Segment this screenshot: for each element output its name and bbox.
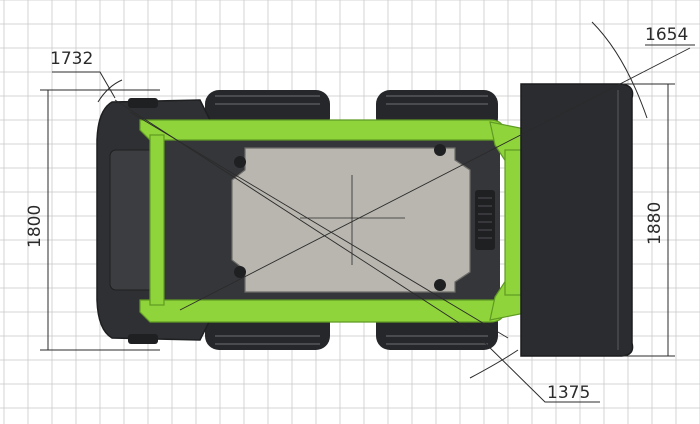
construction-lines xyxy=(114,47,691,339)
arc-bottom xyxy=(469,349,519,379)
counterweight-cap-bottom xyxy=(128,334,158,344)
dozer-blade xyxy=(520,83,634,357)
mount-bolt-top-right xyxy=(434,144,446,156)
right-vent-grille xyxy=(475,190,495,250)
leader-1375 xyxy=(481,339,600,403)
arc-top-right xyxy=(591,21,648,119)
frame-rear-upright xyxy=(149,134,165,306)
mount-bolt-top-left xyxy=(234,156,246,168)
vent-slots xyxy=(478,197,492,239)
center-cross xyxy=(300,175,405,265)
counterweight-cap-top xyxy=(128,98,158,108)
green-frame xyxy=(139,119,557,323)
leader-1732 xyxy=(52,71,116,99)
label-1800: 1800 xyxy=(25,205,45,248)
operator-deck xyxy=(231,147,471,293)
label-1654: 1654 xyxy=(645,25,688,45)
label-1375: 1375 xyxy=(547,383,590,403)
arc-top-left xyxy=(97,79,123,103)
label-1880: 1880 xyxy=(645,202,665,245)
dimension-lines xyxy=(40,83,675,357)
frame-front-upright xyxy=(504,149,522,296)
frame-top-rail xyxy=(139,119,506,141)
diag-line-2 xyxy=(179,47,691,311)
tire-treads xyxy=(215,95,488,345)
diag-line-1 xyxy=(129,111,509,339)
label-leaders xyxy=(52,44,695,403)
mount-bolt-bottom-left xyxy=(234,266,246,278)
label-1732: 1732 xyxy=(50,49,93,69)
diag-line-3 xyxy=(114,99,471,331)
mount-bolt-bottom-right xyxy=(434,279,446,291)
